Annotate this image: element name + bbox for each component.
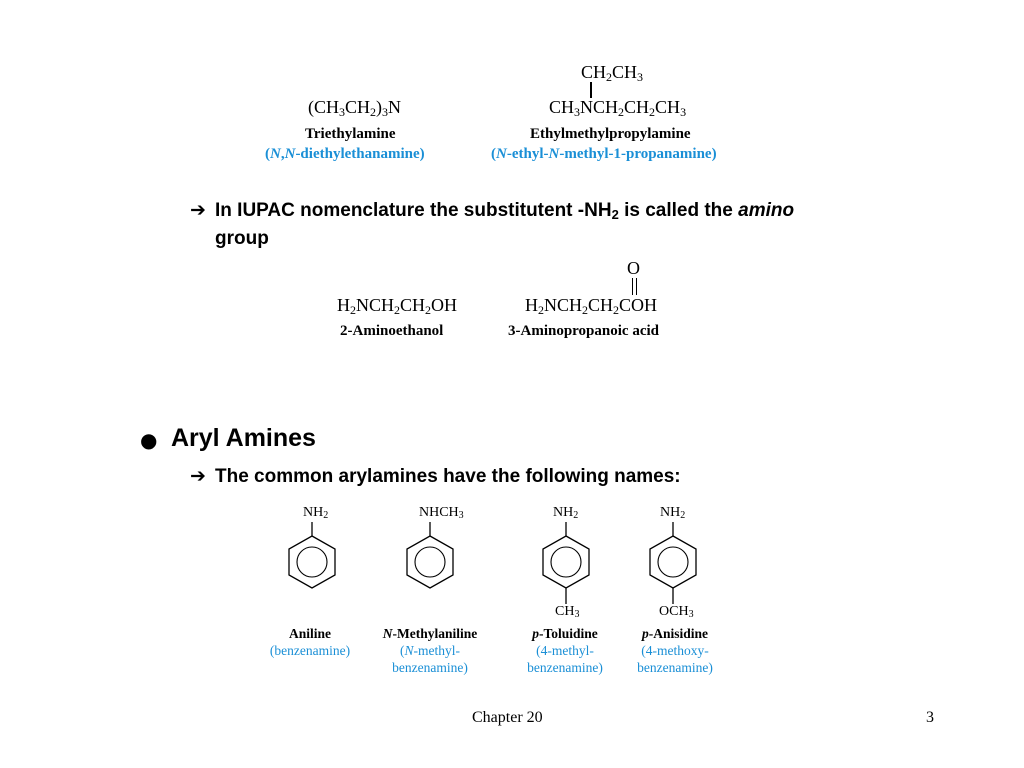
arylamines-intro: The common arylamines have the following… <box>215 466 681 487</box>
ethylmethylpropylamine-formula: CH3NCH2CH2CH3 <box>549 97 687 119</box>
p-anisidine-common-name: p-Anisidine <box>641 626 709 641</box>
carbonyl-oxygen: O <box>627 258 640 278</box>
aminopropanoic-name: 3-Aminopropanoic acid <box>508 323 659 339</box>
p-anisidine-names: p-Anisidine (4-methoxy- benzenamine) <box>610 625 740 676</box>
triethylamine-iupac: (N,N-diethylethanamine) <box>265 146 425 162</box>
arrow-bullet-icon-2: ➔ <box>190 465 206 487</box>
p-toluidine-benzene-ring <box>542 522 590 604</box>
p-toluidine-iupac-line1: (4-methyl- <box>536 643 594 658</box>
n-methylaniline-benzene-ring <box>406 522 454 589</box>
footer-chapter: Chapter 20 <box>472 709 543 726</box>
n-methylaniline-names: N-Methylaniline (N-methyl- benzenamine) <box>370 625 490 676</box>
n-methylaniline-iupac-line1: (N-methyl- <box>399 643 460 658</box>
p-toluidine-common-name: p-Toluidine <box>532 626 598 641</box>
carbonyl-double-bond-right <box>636 278 638 295</box>
triethylamine-formula: (CH3CH2)3N <box>308 97 402 119</box>
p-toluidine-nh2-label: NH2 <box>553 505 579 521</box>
p-anisidine-benzene-ring <box>649 522 697 604</box>
p-anisidine-nh2-label: NH2 <box>660 505 686 521</box>
n-methylaniline-iupac-line2: benzenamine) <box>392 660 468 675</box>
aniline-nh2-label: NH2 <box>303 505 329 521</box>
p-toluidine-names: p-Toluidine (4-methyl- benzenamine) <box>500 625 630 676</box>
p-toluidine-ch3-label: CH3 <box>555 604 580 620</box>
aniline-names: Aniline (benzenamine) <box>250 625 370 659</box>
n-methylaniline-common-name: N-Methylaniline <box>382 626 478 641</box>
amino-note-line2: group <box>215 228 269 249</box>
ethylmethylpropylamine-name: Ethylmethylpropylamine <box>530 126 691 142</box>
aniline-common-name: Aniline <box>288 626 331 641</box>
n-methylaniline-nhch3-label: NHCH3 <box>419 505 464 521</box>
ethyl-group-formula: CH2CH3 <box>581 62 644 84</box>
ethylmethylpropylamine-iupac: (N-ethyl-N-methyl-1-propanamine) <box>491 146 717 162</box>
footer-page-number: 3 <box>926 709 934 726</box>
p-anisidine-och3-label: OCH3 <box>659 604 694 620</box>
arrow-bullet-icon: ➔ <box>190 199 206 221</box>
aniline-iupac-name: (benzenamine) <box>269 643 351 658</box>
triethylamine-name: Triethylamine <box>305 126 396 142</box>
ethyl-bond-line <box>590 82 592 98</box>
aniline-benzene-ring <box>288 522 336 589</box>
aminoethanol-name: 2-Aminoethanol <box>340 323 444 339</box>
aminopropanoic-formula: H2NCH2CH2COH <box>525 295 658 317</box>
amino-note-line1: In IUPAC nomenclature the substitutent -… <box>215 200 795 222</box>
carbonyl-double-bond-left <box>632 278 634 295</box>
p-toluidine-iupac-line2: benzenamine) <box>527 660 603 675</box>
p-anisidine-iupac-line1: (4-methoxy- <box>641 643 709 658</box>
section-heading: Aryl Amines <box>171 424 316 452</box>
p-anisidine-iupac-line2: benzenamine) <box>637 660 713 675</box>
bullet-dot-icon: ● <box>140 428 158 452</box>
aminoethanol-formula: H2NCH2CH2OH <box>337 295 458 317</box>
